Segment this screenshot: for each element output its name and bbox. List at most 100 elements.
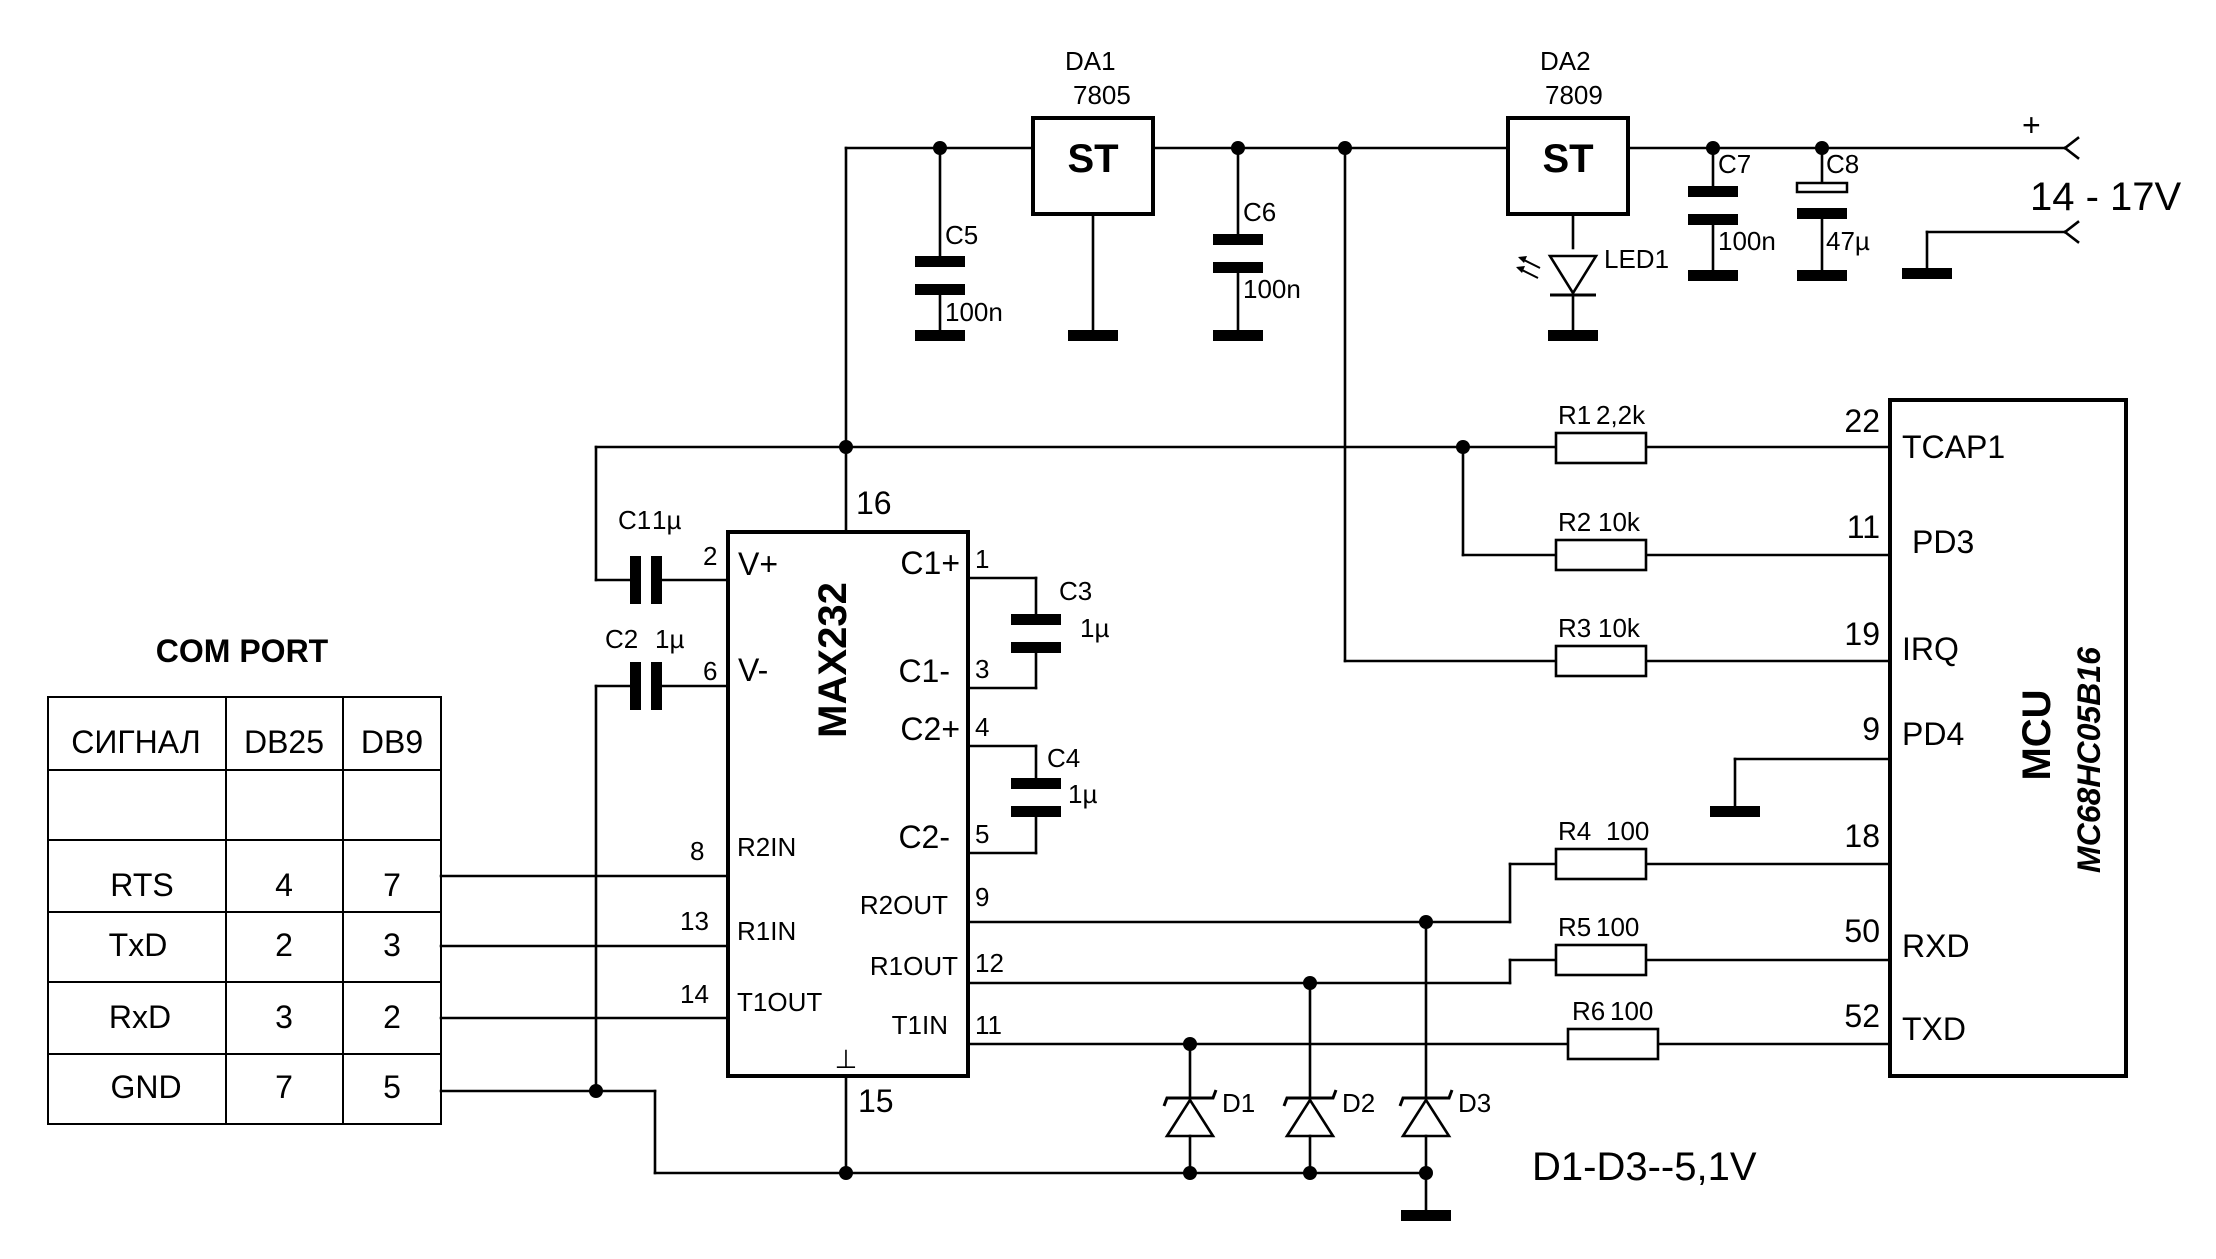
mcu-pin-number: 9 bbox=[1862, 711, 1880, 747]
max232-pin-label: C1+ bbox=[900, 545, 960, 581]
mcu-pin-name: PD4 bbox=[1902, 716, 1964, 752]
capacitor-c6-value: 100n bbox=[1243, 274, 1301, 304]
regulator-da2-mark: ST bbox=[1542, 137, 1593, 181]
capacitor-c7: C7 100n bbox=[1688, 149, 1776, 256]
max232-pin-label: T1OUT bbox=[737, 987, 822, 1017]
max232-name: MAX232 bbox=[811, 582, 855, 738]
max232-pin-number: 9 bbox=[975, 882, 989, 912]
capacitor-c4-ref: C4 bbox=[1047, 743, 1080, 773]
max232-pin-label: R2IN bbox=[737, 832, 796, 862]
resistor-r4-value: 100 bbox=[1606, 816, 1649, 846]
resistor-r3: R3 10k bbox=[1554, 613, 1648, 678]
mcu-pin-number: 19 bbox=[1844, 616, 1880, 652]
resistor-r6-value: 100 bbox=[1610, 996, 1653, 1026]
resistor-r6: R6 100 bbox=[1566, 996, 1660, 1061]
max232-pin-label: C2+ bbox=[900, 711, 960, 747]
power-input: + 14 - 17V bbox=[2022, 107, 2182, 219]
max232-pin-number: 5 bbox=[975, 819, 989, 849]
regulator-da1-part: 7805 bbox=[1073, 80, 1131, 110]
mcu-chip: MCU MC68HC05B16 TCAP1 PD3 IRQ PD4 RXD TX… bbox=[1844, 398, 2128, 1078]
max232-pin-label: C2- bbox=[898, 819, 950, 855]
regulator-da2: ST DA2 7809 bbox=[1506, 46, 1630, 216]
max232-pin-number: 12 bbox=[975, 948, 1004, 978]
max232-ground-mark: ⊥ bbox=[835, 1044, 858, 1074]
mcu-part: MC68HC05B16 bbox=[2071, 647, 2107, 873]
table-header: СИГНАЛ bbox=[71, 724, 201, 760]
max232-pin-number: 8 bbox=[690, 836, 704, 866]
table-cell: 7 bbox=[383, 867, 401, 903]
max232-pin-label: T1IN bbox=[892, 1010, 948, 1040]
capacitor-c2-ref: C2 bbox=[605, 624, 638, 654]
mcu-pin-name: TCAP1 bbox=[1902, 429, 2005, 465]
junctions bbox=[589, 141, 1829, 1180]
max232-pin-number: 3 bbox=[975, 654, 989, 684]
capacitor-c4: C4 1µ bbox=[1011, 743, 1097, 817]
max232-pin-label: C1- bbox=[898, 653, 950, 689]
table-cell: 5 bbox=[383, 1069, 401, 1105]
capacitor-c8: C8 47µ bbox=[1795, 149, 1870, 256]
power-plus: + bbox=[2022, 107, 2041, 143]
resistor-r4: R4 100 bbox=[1554, 816, 1649, 881]
capacitor-c4-value: 1µ bbox=[1068, 779, 1097, 809]
capacitor-c5: C5 100n bbox=[915, 220, 1003, 327]
table-cell: 2 bbox=[275, 927, 293, 963]
resistor-r1-value: 2,2k bbox=[1596, 400, 1646, 430]
resistor-r5-value: 100 bbox=[1596, 912, 1639, 942]
max232-pin-number: 11 bbox=[975, 1010, 1002, 1040]
capacitor-c2-value: 1µ bbox=[655, 624, 684, 654]
zener-diode-d3-ref: D3 bbox=[1458, 1088, 1491, 1118]
capacitor-c7-value: 100n bbox=[1718, 226, 1776, 256]
zener-diode-d2: D2 bbox=[1282, 1088, 1375, 1138]
table-cell: 3 bbox=[275, 999, 293, 1035]
max232-pin-label: R2OUT bbox=[860, 890, 948, 920]
resistor-r1: R1 2,2k bbox=[1554, 400, 1648, 465]
zener-diode-d3: D3 bbox=[1398, 1088, 1491, 1138]
ground-symbols bbox=[915, 268, 1952, 1221]
max232-pin-number: 16 bbox=[856, 485, 892, 521]
zener-diode-d2-ref: D2 bbox=[1342, 1088, 1375, 1118]
mcu-pin-name: IRQ bbox=[1902, 631, 1959, 667]
max232-pin-label: R1OUT bbox=[870, 951, 958, 981]
mcu-pin-number: 11 bbox=[1847, 509, 1880, 545]
power-voltage: 14 - 17V bbox=[2030, 175, 2182, 219]
resistor-r1-ref: R1 bbox=[1558, 400, 1591, 430]
capacitor-c8-ref: C8 bbox=[1826, 149, 1859, 179]
capacitor-c6: C6 100n bbox=[1213, 197, 1301, 304]
resistor-r2-value: 10k bbox=[1598, 507, 1641, 537]
zener-diode-d1-ref: D1 bbox=[1222, 1088, 1255, 1118]
table-cell: TxD bbox=[109, 927, 168, 963]
max232-pin-label: V- bbox=[738, 652, 768, 688]
capacitor-c8-value: 47µ bbox=[1826, 226, 1870, 256]
mcu-pin-number: 50 bbox=[1844, 913, 1880, 949]
regulator-da1-ref: DA1 bbox=[1065, 46, 1116, 76]
mcu-pin-name: TXD bbox=[1902, 1011, 1966, 1047]
capacitor-c3: C3 1µ bbox=[1011, 576, 1109, 653]
mcu-pin-number: 18 bbox=[1844, 818, 1880, 854]
led1: LED1 bbox=[1516, 244, 1669, 297]
capacitor-c5-value: 100n bbox=[945, 297, 1003, 327]
max232-pin-number: 6 bbox=[703, 656, 717, 686]
table-cell: RTS bbox=[110, 867, 173, 903]
com-port-table: COM PORT СИГНАЛ DB25 DB9 RTS 4 7 TxD 2 3… bbox=[47, 633, 442, 1125]
max232-pin-number: 14 bbox=[680, 979, 709, 1009]
table-cell: 3 bbox=[383, 927, 401, 963]
resistor-r4-ref: R4 bbox=[1558, 816, 1591, 846]
max232-pin-number: 4 bbox=[975, 712, 989, 742]
capacitor-c7-ref: C7 bbox=[1718, 149, 1751, 179]
resistor-r5: R5 100 bbox=[1554, 912, 1648, 977]
regulator-da2-part: 7809 bbox=[1545, 80, 1603, 110]
capacitor-c3-value: 1µ bbox=[1080, 613, 1109, 643]
max232-pin-number: 2 bbox=[703, 541, 717, 571]
table-cell: 4 bbox=[275, 867, 293, 903]
led1-ref: LED1 bbox=[1604, 244, 1669, 274]
table-cell: RxD bbox=[109, 999, 171, 1035]
mcu-label: MCU bbox=[2015, 689, 2059, 780]
mcu-pin-number: 52 bbox=[1844, 998, 1880, 1034]
mcu-pin-name: RXD bbox=[1902, 928, 1970, 964]
max232-pin-number: 1 bbox=[975, 544, 989, 574]
regulator-da2-ref: DA2 bbox=[1540, 46, 1591, 76]
max232-pin-number: 13 bbox=[680, 906, 709, 936]
resistor-r2-ref: R2 bbox=[1558, 507, 1591, 537]
capacitor-c1: C1 1µ bbox=[618, 505, 681, 604]
